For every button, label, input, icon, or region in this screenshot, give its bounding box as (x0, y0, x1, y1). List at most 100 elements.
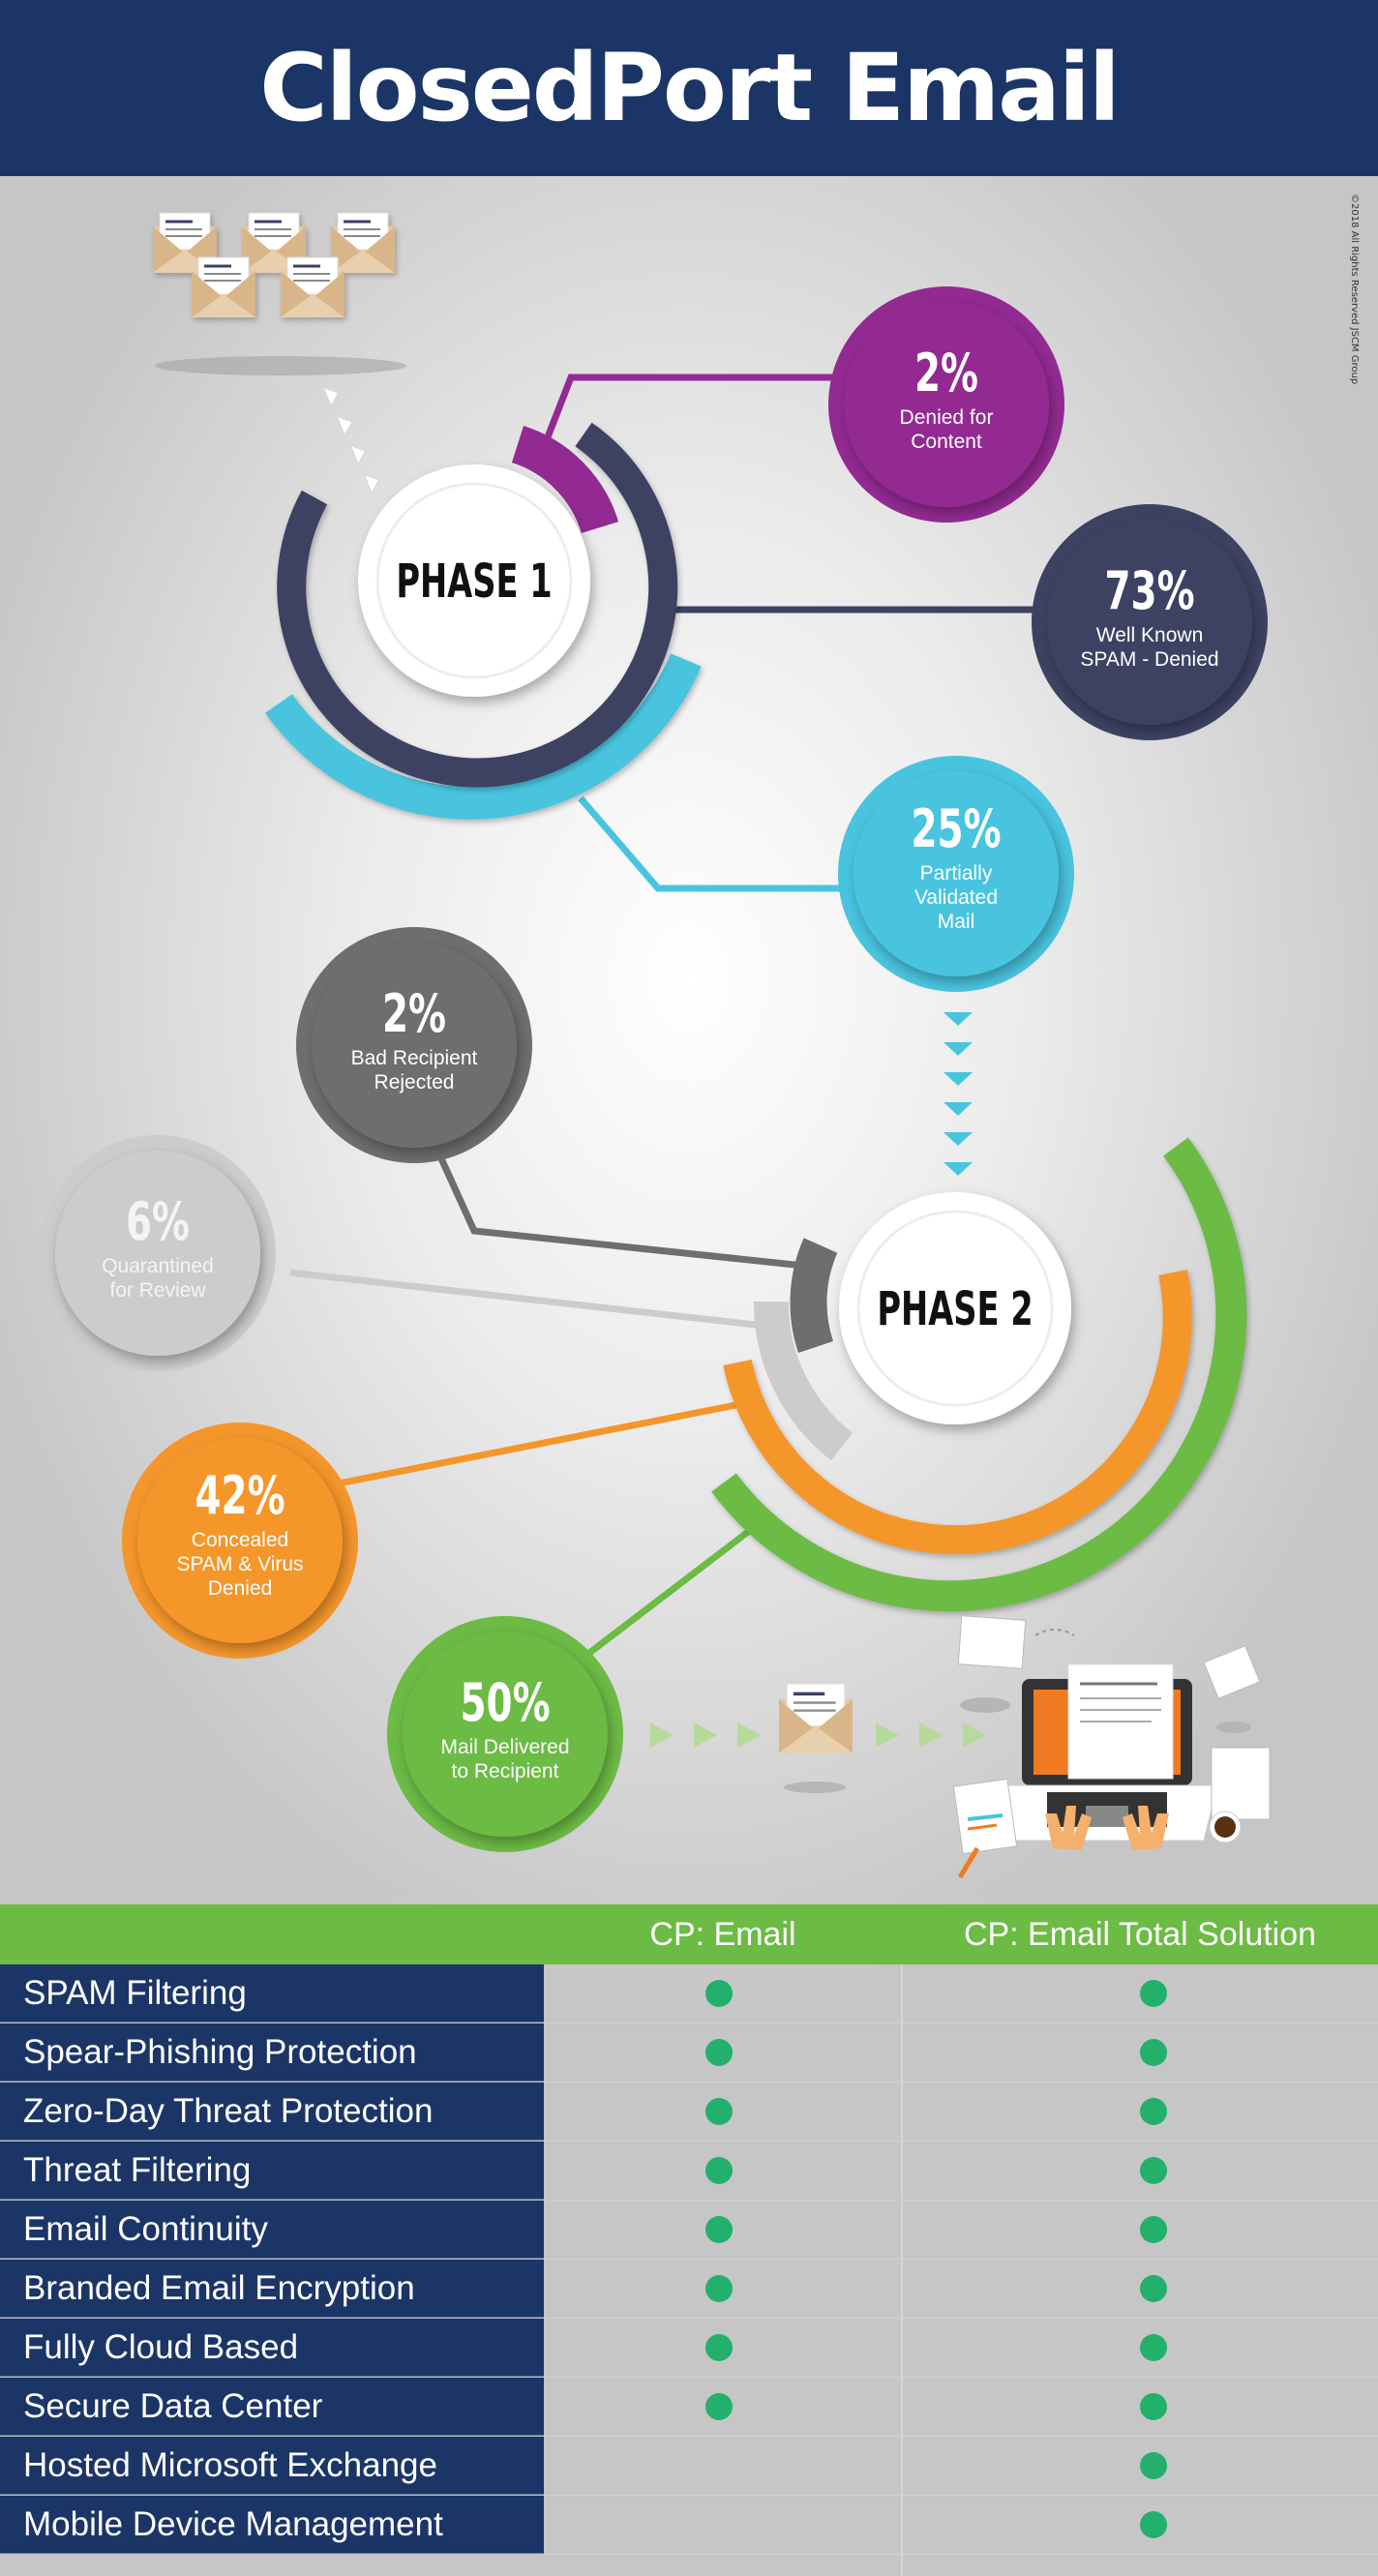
check-dot-icon (1140, 2334, 1167, 2361)
check-dot-icon (1140, 2216, 1167, 2243)
stat-inner-well-known-spam (1047, 520, 1252, 725)
check-dot-icon (705, 2393, 733, 2420)
stat-label-partially-validated: Validated (914, 886, 998, 909)
connector-orange (338, 1399, 746, 1487)
stat-label-denied-content: Content (911, 431, 982, 453)
envelope-icon (777, 1682, 854, 1755)
stat-inner-quarantined (55, 1151, 260, 1356)
check-dot-icon (1140, 2452, 1167, 2479)
check-dot-icon (705, 2098, 733, 2125)
stat-label-mail-delivered: to Recipient (452, 1760, 559, 1782)
stat-label-concealed-spam: Denied (208, 1577, 273, 1600)
column-divider (901, 1964, 903, 2576)
table-row: Threat Filtering (0, 2142, 1378, 2201)
stat-label-concealed-spam: Concealed (192, 1529, 288, 1551)
feature-label: Branded Email Encryption (0, 2260, 544, 2318)
row-divider (544, 2022, 1378, 2023)
feature-label: Spear-Phishing Protection (0, 2023, 544, 2082)
connector-purple (533, 374, 842, 466)
check-dot-icon (1140, 2039, 1167, 2066)
phase1-center (358, 464, 590, 697)
ring-cyan (265, 653, 702, 820)
stat-percent-bad-recipient: 2% (382, 984, 446, 1045)
comparison-table-header: CP: Email CP: Email Total Solution (0, 1904, 1378, 1964)
stat-inner-bad-recipient (312, 943, 517, 1148)
ring-orange (723, 1269, 1192, 1555)
table-row: Branded Email Encryption (0, 2260, 1378, 2319)
stat-percent-concealed-spam: 42% (195, 1466, 285, 1527)
mail-flow-diagram: PHASE 1 PHASE 2 (40, 211, 1271, 1879)
row-divider (544, 2318, 1378, 2319)
stat-percent-partially-validated: 25% (911, 799, 1001, 860)
stat-inner-partially-validated (854, 771, 1059, 976)
page-title: ClosedPort Email (259, 34, 1120, 142)
arrow-chain-1 (321, 385, 381, 495)
phase1-rings (265, 422, 702, 820)
table-row: Fully Cloud Based (0, 2319, 1378, 2378)
check-dot-icon (1140, 1980, 1167, 2007)
stat-label-quarantined: Quarantined (102, 1255, 214, 1277)
feature-label: Email Continuity (0, 2201, 544, 2259)
check-dot-icon (1140, 2098, 1167, 2125)
check-dot-icon (705, 2157, 733, 2184)
feature-label: Secure Data Center (0, 2378, 544, 2436)
header-banner: ClosedPort Email (0, 0, 1378, 176)
stat-label-bad-recipient: Bad Recipient (351, 1047, 478, 1069)
connector-green (578, 1516, 767, 1662)
phase2-inner-ring (856, 1210, 1054, 1407)
row-divider (544, 2436, 1378, 2437)
phase2-label: PHASE 2 (877, 1283, 1033, 1337)
table-row: Spear-Phishing Protection (0, 2023, 1378, 2082)
envelope-stack-icon (151, 211, 397, 319)
row-divider (544, 2141, 1378, 2142)
stat-label-well-known-spam: SPAM - Denied (1080, 648, 1218, 671)
check-dot-icon (1140, 2393, 1167, 2420)
stat-inner-mail-delivered (403, 1632, 608, 1837)
stat-label-well-known-spam: Well Known (1096, 624, 1204, 646)
row-divider (544, 2554, 1378, 2555)
check-dot-icon (1140, 2275, 1167, 2302)
check-dot-icon (1140, 2157, 1167, 2184)
phase2-center (839, 1192, 1071, 1424)
stat-label-quarantined: for Review (109, 1279, 206, 1302)
feature-label: Mobile Device Management (0, 2496, 544, 2554)
table-row: Email Continuity (0, 2201, 1378, 2260)
check-dot-icon (705, 1980, 733, 2007)
column-header-cp-email: CP: Email (649, 1916, 796, 1953)
laptop-workspace-icon (952, 1615, 1271, 1879)
table-row: Hosted Microsoft Exchange (0, 2437, 1378, 2496)
arrow-chain-2 (944, 1012, 973, 1176)
row-divider (544, 2495, 1378, 2496)
stat-label-concealed-spam: SPAM & Virus (176, 1553, 303, 1575)
stat-label-partially-validated: Partially (920, 862, 993, 884)
feature-label: Hosted Microsoft Exchange (0, 2437, 544, 2495)
column-header-cp-total: CP: Email Total Solution (963, 1916, 1317, 1953)
check-dot-icon (1140, 2511, 1167, 2538)
stat-percent-quarantined: 6% (126, 1192, 190, 1253)
stat-percent-denied-content: 2% (914, 344, 978, 404)
feature-label: Fully Cloud Based (0, 2319, 544, 2377)
row-divider (544, 2200, 1378, 2201)
stat-label-partially-validated: Mail (938, 911, 975, 933)
connector-lightgray (289, 1269, 765, 1330)
phase2-rings (711, 1137, 1247, 1612)
table-row: SPAM Filtering (0, 1964, 1378, 2023)
table-row: Zero-Day Threat Protection (0, 2082, 1378, 2142)
table-row: Secure Data Center (0, 2378, 1378, 2437)
stat-label-bad-recipient: Rejected (374, 1071, 455, 1093)
phase1-inner-ring (375, 482, 573, 679)
connector-cyan (578, 795, 856, 892)
phase1-label: PHASE 1 (396, 555, 552, 610)
check-dot-icon (705, 2334, 733, 2361)
stat-inner-concealed-spam (137, 1438, 343, 1643)
feature-label: Zero-Day Threat Protection (0, 2082, 544, 2141)
check-dot-icon (705, 2216, 733, 2243)
